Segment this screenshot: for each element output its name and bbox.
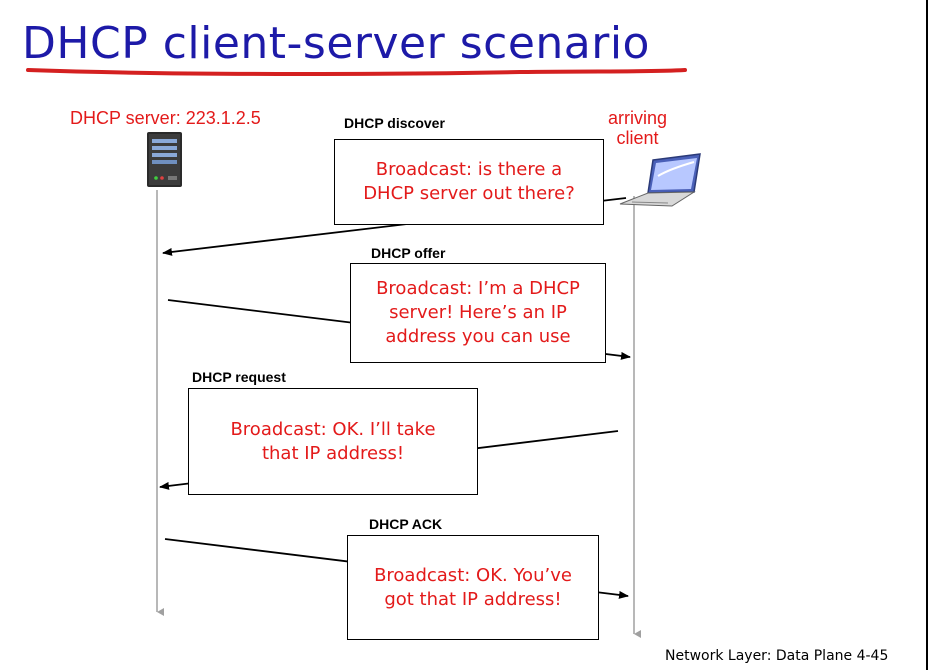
offer-message-box: Broadcast: I’m a DHCP server! Here’s an …	[350, 263, 606, 363]
ack-message-text: Broadcast: OK. You’ve got that IP addres…	[374, 564, 572, 610]
discover-message-text: Broadcast: is there a DHCP server out th…	[363, 159, 575, 204]
slide-footer: Network Layer: Data Plane 4-45	[665, 648, 889, 664]
server-label: DHCP server: 223.1.2.5	[70, 108, 261, 128]
discover-message-box: Broadcast: is there a DHCP server out th…	[334, 139, 604, 225]
offer-message-text: Broadcast: I’m a DHCP server! Here’s an …	[376, 278, 580, 347]
request-message-text: Broadcast: OK. I’ll take that IP address…	[230, 418, 436, 464]
server-tower-icon	[147, 132, 182, 187]
offer-label: DHCP offer	[371, 245, 446, 261]
ack-label: DHCP ACK	[369, 516, 443, 532]
title-underline	[26, 68, 687, 76]
request-label: DHCP request	[192, 369, 286, 385]
request-message-box: Broadcast: OK. I’ll take that IP address…	[188, 388, 478, 495]
slide-border	[926, 0, 928, 670]
ack-message-box: Broadcast: OK. You’ve got that IP addres…	[347, 535, 599, 640]
client-label: arriving client	[608, 108, 668, 148]
page-title: DHCP client-server scenario	[22, 18, 650, 69]
discover-label: DHCP discover	[344, 115, 445, 131]
laptop-icon	[619, 153, 701, 207]
